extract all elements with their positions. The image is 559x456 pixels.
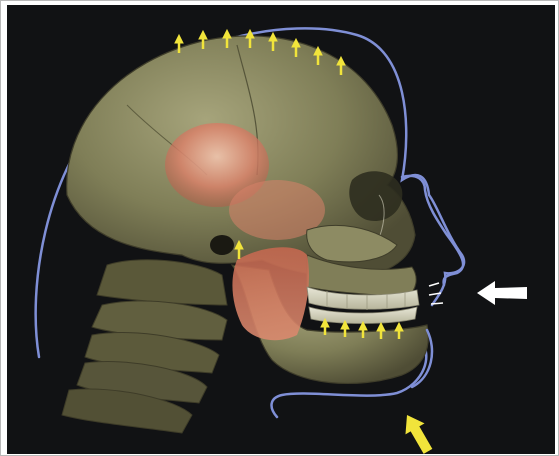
illustration-canvas	[7, 5, 555, 454]
cervical-spine	[62, 260, 227, 433]
arrow-left-icon	[477, 281, 527, 305]
arrow-up-left-icon	[397, 410, 437, 455]
skull-illustration	[7, 5, 555, 454]
masseter-muscle	[232, 247, 309, 340]
ear-canal	[210, 235, 234, 255]
